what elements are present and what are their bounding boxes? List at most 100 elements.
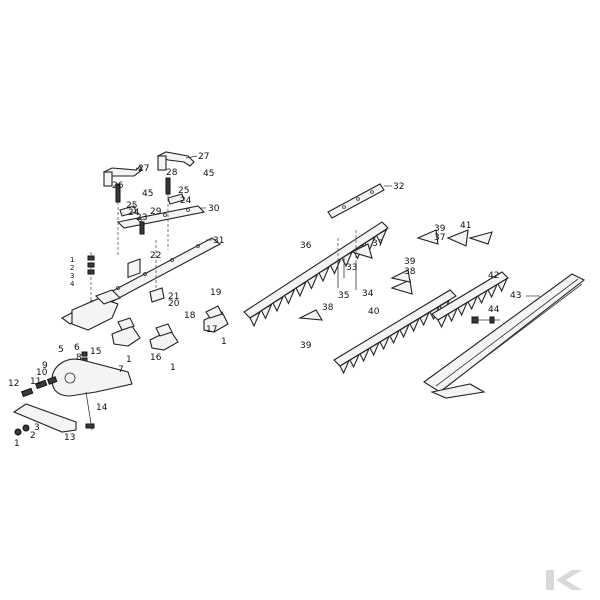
knife-section-tooth — [349, 353, 361, 369]
label-1c: 1 — [170, 363, 176, 373]
label-26: 26 — [112, 181, 124, 191]
label-25a: 25 — [126, 201, 137, 211]
callout-labels: 27 27 45 45 26 28 25 24 25 24 23 29 30 3… — [8, 152, 540, 449]
knife-section-tooth — [409, 317, 421, 333]
label-34: 34 — [362, 289, 374, 299]
plate-24 — [119, 193, 185, 217]
knife-section-tooth — [260, 303, 273, 320]
label-31: 31 — [213, 236, 224, 246]
label-14: 14 — [96, 403, 108, 413]
knife-section-tooth — [389, 329, 401, 345]
clamp-assembly-b — [111, 317, 141, 347]
label-43: 43 — [510, 291, 521, 301]
stud-28 — [165, 177, 171, 250]
knife-section-tooth — [339, 359, 351, 375]
knife-section-tooth — [447, 307, 459, 323]
label-35: 35 — [338, 291, 349, 301]
label-27a: 27 — [138, 164, 149, 174]
brand-logo — [546, 570, 582, 590]
section-41 — [446, 229, 469, 247]
label-2b: 2 — [70, 264, 74, 272]
label-8: 8 — [76, 353, 82, 363]
stud-26 — [115, 183, 121, 255]
label-16: 16 — [150, 353, 162, 363]
label-15: 15 — [90, 347, 101, 357]
label-7: 7 — [118, 365, 124, 375]
label-23: 23 — [136, 213, 147, 223]
bolt-44 — [471, 316, 500, 324]
knife-section-tooth — [467, 295, 479, 311]
label-28: 28 — [166, 168, 178, 178]
label-29: 29 — [150, 207, 162, 217]
label-39b: 39 — [434, 224, 446, 234]
shoe-13 — [12, 403, 77, 433]
knife-section-tooth — [295, 280, 308, 298]
label-21: 21 — [168, 292, 179, 302]
label-45a: 45 — [142, 189, 153, 199]
label-19: 19 — [210, 288, 222, 298]
lever-5 — [51, 358, 133, 397]
label-20: 20 — [168, 299, 180, 309]
label-1e: 1 — [70, 256, 74, 264]
label-32: 32 — [393, 182, 404, 192]
knife-section-tooth — [457, 301, 469, 317]
knife-bar-42 — [431, 271, 509, 329]
label-38b: 38 — [404, 267, 416, 277]
label-42: 42 — [488, 271, 499, 281]
clamp-assembly-a — [71, 289, 121, 331]
bolts-9-12 — [20, 376, 58, 398]
knife-section-tooth — [437, 313, 449, 329]
knife-section-tooth — [419, 311, 431, 327]
label-1a: 1 — [14, 439, 20, 449]
label-5: 5 — [58, 345, 64, 355]
label-18: 18 — [184, 311, 196, 321]
label-41: 41 — [460, 221, 471, 231]
knife-section-tooth — [272, 295, 285, 313]
label-37b: 37 — [434, 233, 445, 243]
knife-sections-36 — [249, 228, 388, 328]
knife-section-tooth — [318, 265, 331, 283]
label-37a: 37 — [372, 239, 383, 249]
label-25b: 25 — [178, 186, 189, 196]
rod-14 — [85, 391, 95, 431]
label-39a: 39 — [300, 341, 312, 351]
knife-section-tooth — [283, 288, 296, 305]
label-9: 9 — [42, 361, 48, 371]
knife-section-tooth — [375, 228, 388, 245]
label-22: 22 — [150, 251, 161, 261]
label-33: 33 — [346, 263, 357, 273]
label-36: 36 — [300, 241, 312, 251]
label-1b: 1 — [126, 355, 132, 365]
nuts-1-3 — [14, 424, 30, 436]
label-17: 17 — [206, 325, 217, 335]
knife-section-tooth — [399, 323, 411, 339]
label-2: 2 — [30, 431, 36, 441]
pins-33-35 — [337, 230, 357, 290]
section-37 — [350, 243, 413, 295]
guide-bracket-21 — [149, 240, 165, 303]
label-4: 4 — [70, 280, 75, 288]
label-3b: 3 — [70, 272, 74, 280]
knife-section-tooth — [359, 347, 371, 363]
label-44: 44 — [488, 305, 500, 315]
knife-section-tooth — [306, 273, 319, 290]
knife-section-tooth — [497, 277, 509, 293]
label-1d: 1 — [221, 337, 227, 347]
handle-27-right — [156, 151, 195, 171]
knife-sections-42 — [437, 277, 509, 329]
label-30: 30 — [208, 204, 220, 214]
knife-section-tooth — [369, 341, 381, 357]
label-13: 13 — [64, 433, 75, 443]
handle-27-left — [102, 165, 143, 187]
stud-23 — [139, 221, 145, 235]
cutter-bar-43 — [423, 273, 586, 399]
label-39c: 39 — [404, 257, 416, 267]
label-3a: 3 — [34, 423, 40, 433]
label-38a: 38 — [322, 303, 334, 313]
knife-bar-40 — [333, 289, 457, 375]
section-39 — [416, 229, 493, 245]
label-45b: 45 — [203, 169, 214, 179]
label-24a: 24 — [128, 208, 140, 218]
clamp-assembly-c — [149, 323, 179, 351]
